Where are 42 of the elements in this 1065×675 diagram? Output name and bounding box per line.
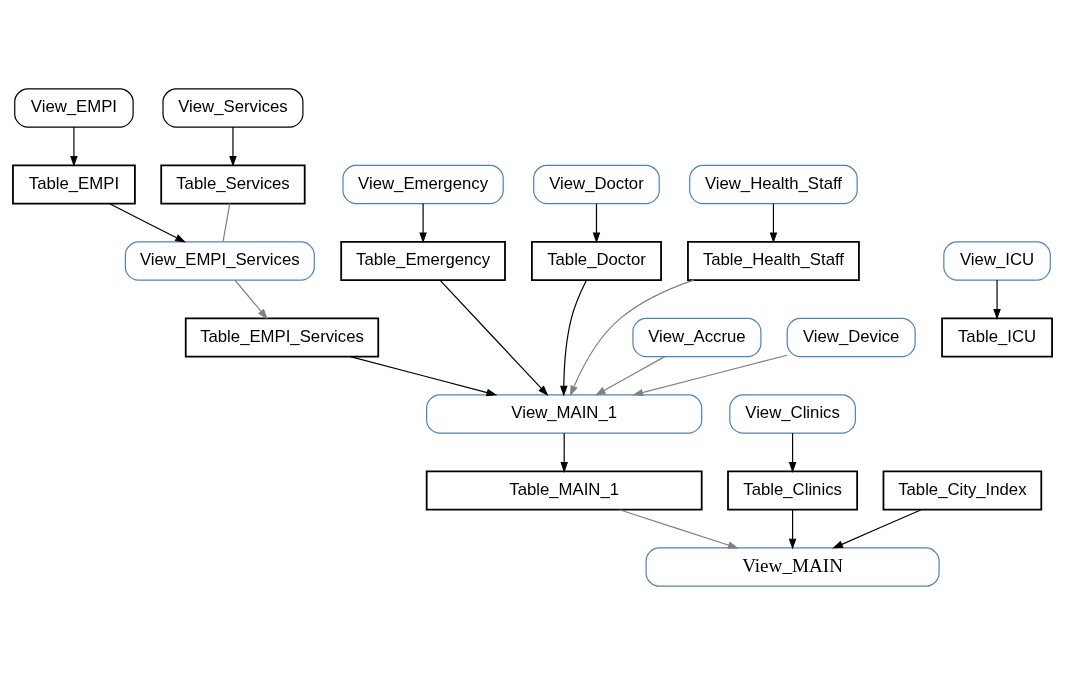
arrow bbox=[234, 279, 268, 320]
arrow bbox=[229, 126, 237, 167]
node-box: Table_Services bbox=[160, 164, 306, 205]
node-box: Table_City_Index bbox=[882, 470, 1043, 511]
node-box: View_Accrue bbox=[632, 317, 762, 358]
arrow bbox=[419, 203, 427, 244]
connector bbox=[222, 203, 231, 243]
node-box: Table_ICU bbox=[941, 317, 1053, 358]
node-box: View_Clinics bbox=[729, 394, 856, 434]
arrow bbox=[70, 126, 78, 167]
node-box: Table_EMPI_Services bbox=[184, 317, 380, 358]
node-box: View_Device bbox=[786, 317, 916, 358]
node-box: View_ICU bbox=[943, 241, 1051, 281]
node-box: Table_Health_Staff bbox=[687, 240, 860, 281]
node-box: View_MAIN bbox=[645, 547, 940, 587]
arrow bbox=[832, 509, 922, 549]
node-box: View_EMPI_Services bbox=[124, 241, 315, 281]
node-box: View_Services bbox=[162, 88, 304, 128]
node-box: View_MAIN_1 bbox=[426, 394, 703, 434]
node-box: View_Emergency bbox=[342, 164, 504, 205]
node-box: Table_Clinics bbox=[727, 470, 859, 511]
arrow bbox=[618, 509, 739, 549]
arrow bbox=[439, 280, 549, 396]
arrow bbox=[108, 203, 186, 243]
arrow bbox=[788, 432, 797, 473]
arrow bbox=[788, 509, 797, 550]
node-box: Table_MAIN_1 bbox=[425, 470, 703, 511]
node-box: Table_Emergency bbox=[340, 240, 506, 281]
node-box: Table_EMPI bbox=[12, 164, 136, 205]
arrow bbox=[592, 203, 601, 244]
arrow bbox=[349, 356, 498, 397]
node-box: View_EMPI bbox=[14, 88, 134, 128]
arrow bbox=[569, 279, 695, 397]
node-box: View_Doctor bbox=[533, 164, 660, 205]
arrow bbox=[993, 279, 1001, 320]
node-box: View_Health_Staff bbox=[689, 164, 858, 205]
arrow bbox=[769, 203, 778, 244]
arrow bbox=[632, 354, 788, 397]
arrow bbox=[560, 279, 588, 397]
arrow bbox=[560, 432, 568, 473]
arrow bbox=[594, 356, 666, 396]
node-box: Table_Doctor bbox=[531, 240, 662, 281]
